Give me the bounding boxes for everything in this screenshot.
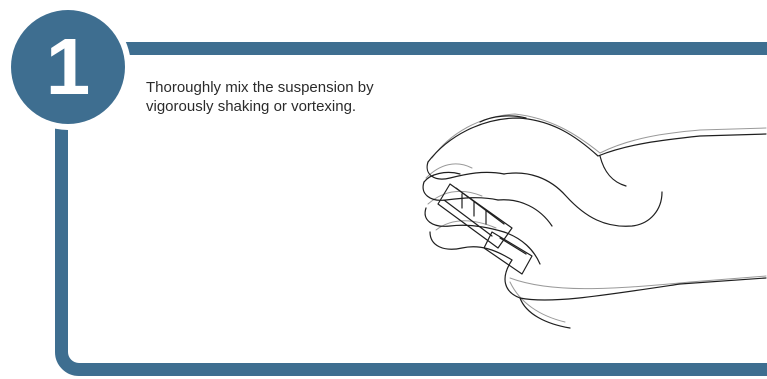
step-instruction: Thoroughly mix the suspension by vigorou… <box>146 78 386 116</box>
hand-shaking-vial-icon <box>400 78 767 338</box>
motion-ghost-lines <box>426 114 766 322</box>
step-number-badge: 1 <box>11 10 125 124</box>
